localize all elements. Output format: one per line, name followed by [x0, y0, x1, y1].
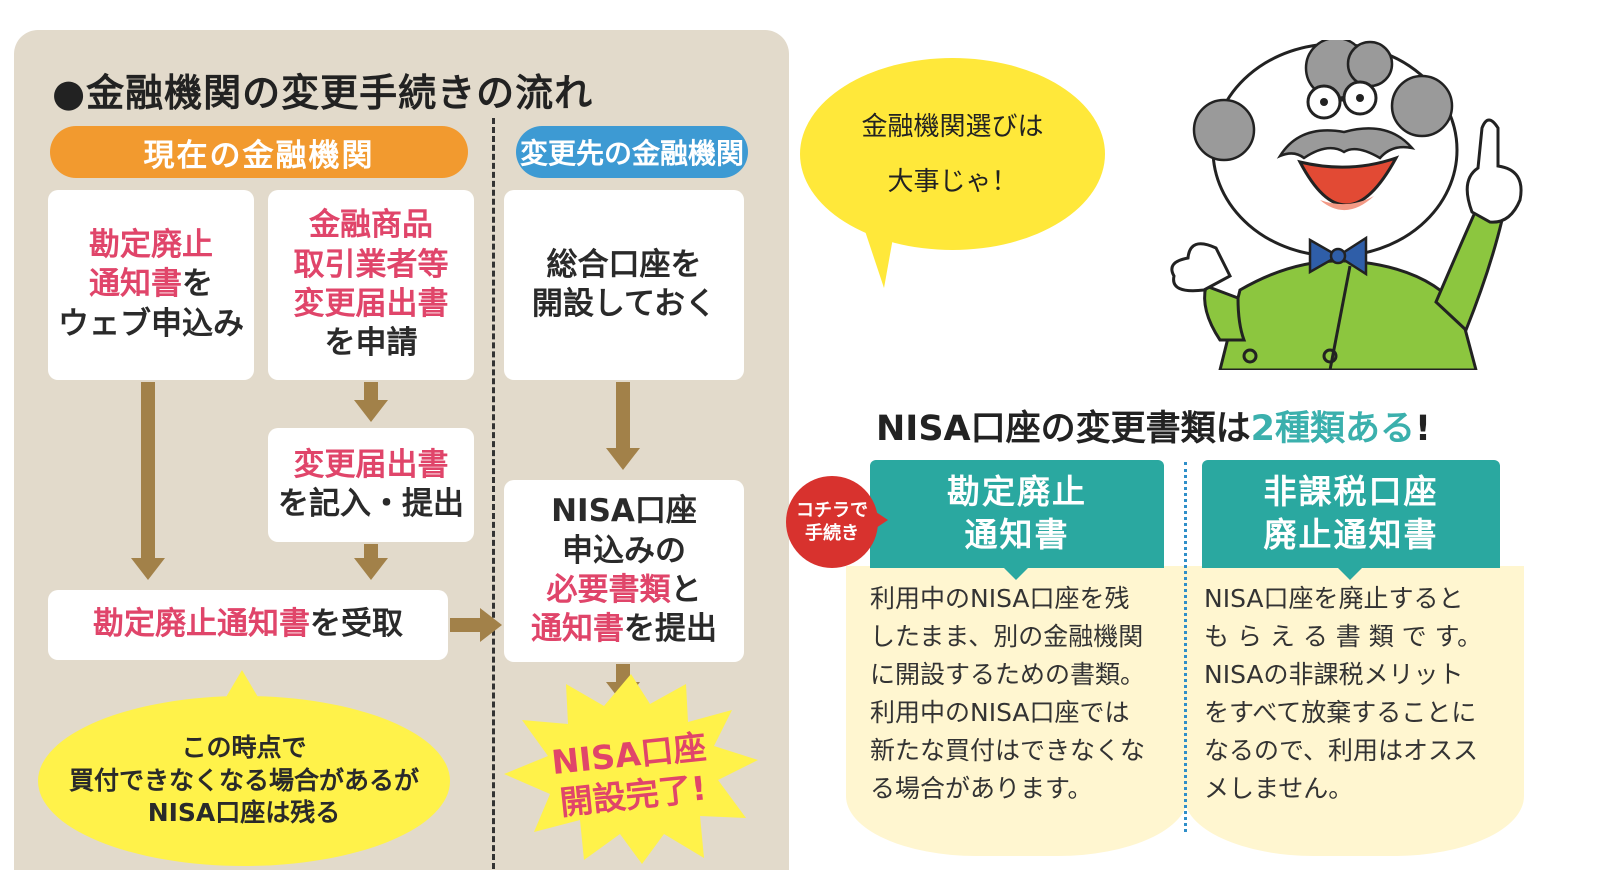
- description-line: NISA口座を廃止すると: [1204, 584, 1464, 613]
- title-part: NISA口座の変更書類は: [876, 409, 1251, 449]
- step-text: 変更届出書: [293, 286, 449, 322]
- step-text: 勘定廃止: [89, 226, 213, 263]
- description-line: NISAの非課税メリット: [1204, 660, 1464, 689]
- document-a-header: 勘定廃止 通知書: [870, 460, 1164, 568]
- badge-text: 手続き: [805, 523, 859, 544]
- step-text: と: [670, 572, 702, 608]
- step-text: ウェブ申込み: [58, 305, 244, 342]
- document-b-description: NISA口座を廃止すると も ら え る 書 類 で す。 NISAの非課税メリ…: [1204, 580, 1482, 808]
- title-accent: 2種類ある: [1250, 409, 1415, 449]
- destination-institution-label: 変更先の金融機関: [516, 126, 748, 178]
- flow-panel: ●金融機関の変更手続きの流れ 現在の金融機関 変更先の金融機関 勘定廃止 通知書…: [14, 30, 789, 870]
- description-line: 利用中のNISA口座を残: [870, 584, 1130, 613]
- description-line: に開設するための書類。: [870, 660, 1146, 689]
- completion-burst: [504, 674, 758, 864]
- arrow-right: [450, 618, 482, 632]
- step-text: 通知書: [531, 611, 624, 648]
- step-change-request: 金融商品 取引業者等 変更届出書 を申請: [268, 190, 474, 380]
- description-line: る場合があります。: [870, 774, 1093, 803]
- step-text: を記入・提出: [278, 486, 464, 522]
- arrow-down: [606, 448, 640, 470]
- arrow-down: [354, 400, 388, 422]
- speech-bubble: [800, 58, 1105, 250]
- arrow-down: [131, 558, 165, 580]
- step-notice-request: 勘定廃止 通知書を ウェブ申込み: [48, 190, 254, 380]
- documents-divider: [1184, 462, 1187, 832]
- document-a-description: 利用中のNISA口座を残 したまま、別の金融機関 に開設するための書類。 利用中…: [870, 580, 1145, 808]
- note-text: この時点で: [181, 733, 307, 763]
- description-line: したまま、別の金融機関: [870, 622, 1144, 651]
- note-text: NISA口座は残る: [147, 798, 341, 828]
- description-line: 新たな買付はできなくな: [870, 736, 1146, 765]
- description-line: をすべて放棄することに: [1204, 698, 1477, 727]
- step-text: を: [182, 266, 213, 303]
- flow-divider: [492, 118, 495, 870]
- step-text: 必要書類: [546, 572, 671, 608]
- step-text: 総合口座を: [546, 246, 702, 283]
- step-text: 通知書: [89, 266, 182, 303]
- step-text: を受取: [310, 606, 403, 643]
- step-receive-notice: 勘定廃止通知書を受取: [48, 590, 448, 660]
- description-line: も ら え る 書 類 で す。: [1204, 622, 1483, 651]
- arrow-down: [354, 558, 388, 580]
- step-nisa-application: NISA口座 申込みの 必要書類と 通知書を提出: [504, 480, 744, 662]
- header-notch: [1002, 566, 1030, 580]
- document-a-title: 通知書: [964, 515, 1070, 554]
- document-types-title: NISA口座の変更書類は2種類ある!: [876, 400, 1431, 451]
- step-text: を申請: [324, 325, 418, 362]
- description-line: 利用中のNISA口座では: [870, 698, 1130, 727]
- document-b-header: 非課税口座 廃止通知書: [1202, 460, 1500, 568]
- step-text: 開設しておく: [531, 286, 717, 322]
- flow-title: ●金融機関の変更手続きの流れ: [52, 71, 594, 115]
- procedure-badge: コチラで 手続き: [786, 476, 878, 568]
- note-text: 買付できなくなる場合があるが: [68, 765, 419, 795]
- arrow-down: [364, 382, 378, 402]
- note-bubble: この時点で 買付できなくなる場合があるが NISA口座は残る: [38, 696, 450, 866]
- step-text: 勘定廃止通知書: [93, 606, 310, 643]
- speech-line: 大事じゃ！: [887, 166, 1018, 197]
- speech-bubble-tail: [858, 210, 898, 288]
- professor-mascot: [1170, 40, 1523, 370]
- step-text: 取引業者等: [293, 246, 449, 283]
- speech-text: 金融機関選びは 大事じゃ！: [800, 100, 1105, 209]
- step-change-submit: 変更届出書 を記入・提出: [268, 428, 474, 542]
- arrow-down: [141, 382, 155, 560]
- step-text: 変更届出書: [293, 446, 449, 483]
- step-text: NISA口座: [551, 493, 697, 530]
- arrow-down: [616, 382, 630, 450]
- document-b-panel: [1184, 566, 1524, 856]
- header-notch: [1336, 566, 1364, 580]
- step-text: を提出: [624, 611, 717, 648]
- step-text: 申込みの: [562, 532, 686, 569]
- document-b-title: 廃止通知書: [1263, 515, 1439, 554]
- step-text: 金融商品: [309, 207, 433, 244]
- title-part: !: [1414, 409, 1431, 449]
- badge-text: コチラで: [796, 499, 868, 521]
- description-line: メしません。: [1204, 774, 1354, 803]
- document-a-title: 勘定廃止: [947, 472, 1087, 512]
- description-line: なるので、利用はオスス: [1204, 736, 1479, 765]
- current-institution-label: 現在の金融機関: [50, 126, 468, 178]
- document-a-panel: [846, 566, 1188, 856]
- arrow-down: [364, 544, 378, 560]
- arrow-right: [480, 608, 502, 642]
- speech-line: 金融機関選びは: [861, 112, 1044, 142]
- step-open-general-account: 総合口座を 開設しておく: [504, 190, 744, 380]
- document-b-title: 非課税口座: [1263, 472, 1439, 512]
